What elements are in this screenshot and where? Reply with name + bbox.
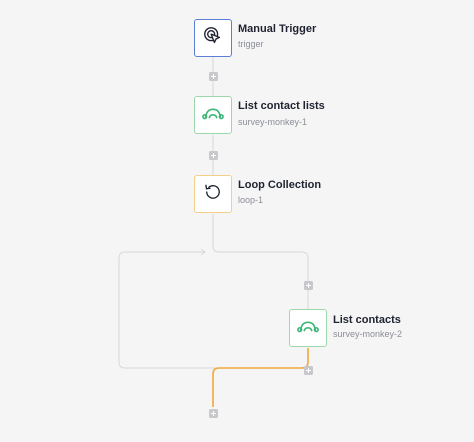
survey-monkey-icon xyxy=(297,318,319,339)
survey-monkey-icon xyxy=(202,105,224,126)
node-subtitle: survey-monkey-2 xyxy=(333,329,403,339)
node-title: Loop Collection xyxy=(238,179,322,191)
loop-back-arrow-icon xyxy=(200,248,206,256)
node-title: List contacts xyxy=(333,314,401,326)
connector-loop-to-body xyxy=(212,214,309,309)
manual-trigger-node[interactable] xyxy=(194,19,232,57)
cursor-click-icon xyxy=(202,25,224,52)
loop-collection-node[interactable] xyxy=(194,175,232,213)
node-subtitle: trigger xyxy=(238,39,264,49)
node-title: List contact lists xyxy=(238,100,325,112)
node-subtitle: loop-1 xyxy=(238,195,264,205)
add-step-button[interactable] xyxy=(209,409,218,418)
list-contact-lists-node[interactable] xyxy=(194,96,232,134)
add-step-button[interactable] xyxy=(209,151,218,160)
add-step-in-loop-button[interactable] xyxy=(304,366,313,375)
node-subtitle: survey-monkey-1 xyxy=(238,117,308,127)
connector-loop-exit-highlight xyxy=(212,348,309,407)
add-step-in-loop-button[interactable] xyxy=(304,281,313,290)
add-step-button[interactable] xyxy=(209,72,218,81)
connector-loop-back xyxy=(118,251,309,369)
loop-icon xyxy=(203,182,223,207)
node-title: Manual Trigger xyxy=(238,23,317,35)
list-contacts-node[interactable] xyxy=(289,309,327,347)
